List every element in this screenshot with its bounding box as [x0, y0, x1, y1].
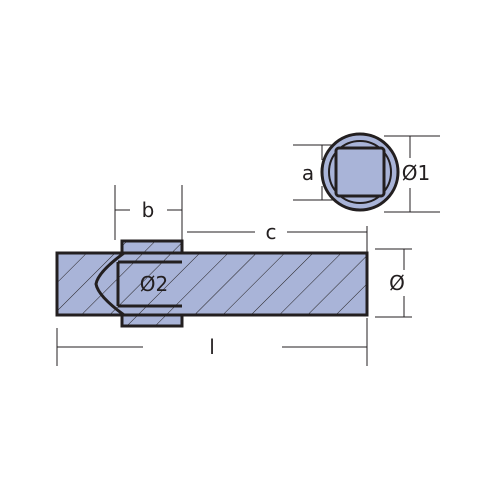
label-diameter-end: Ø1	[402, 161, 430, 185]
bushing-top	[120, 239, 184, 253]
label-c: c	[266, 220, 277, 244]
label-square: a	[302, 161, 314, 185]
square-hole	[334, 146, 386, 198]
bushing-bottom	[120, 315, 184, 328]
label-diameter: Ø	[389, 271, 405, 295]
label-diameter-inner: Ø2	[140, 272, 168, 296]
side-view	[55, 239, 369, 328]
label-b: b	[142, 198, 155, 222]
dimension-lines	[56, 135, 440, 366]
end-view	[320, 132, 400, 212]
label-l: l	[209, 335, 215, 359]
dimension-labels: b c Ø Ø2 l a Ø1	[140, 161, 430, 359]
